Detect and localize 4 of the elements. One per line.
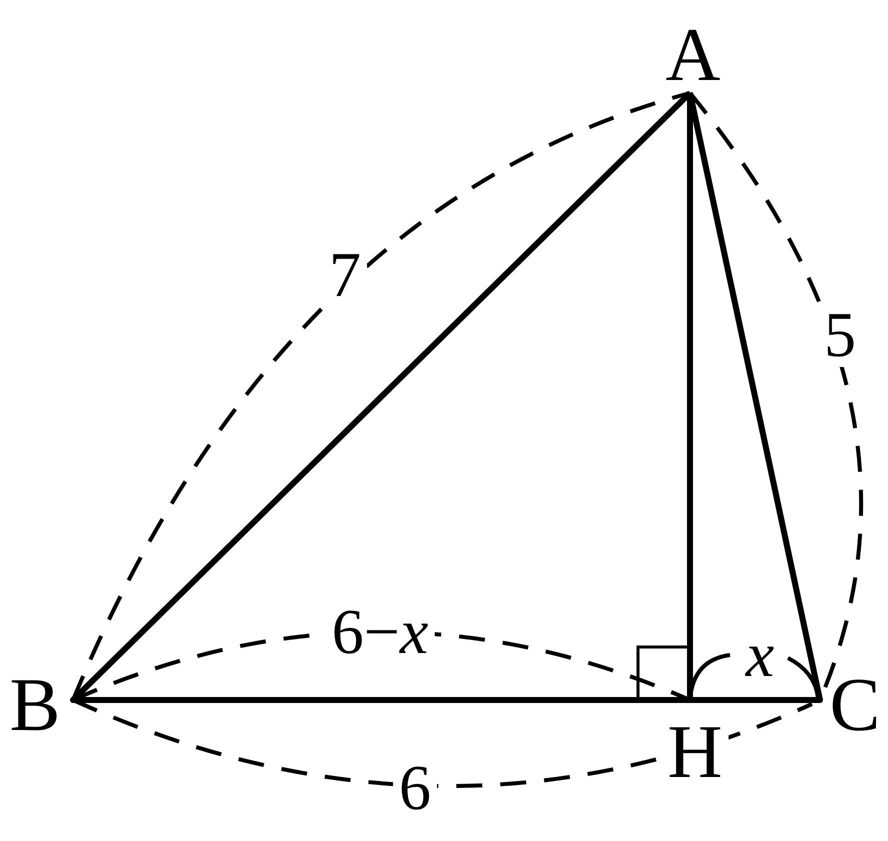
vertex-label: B	[10, 667, 60, 743]
vertex-label: A	[666, 17, 720, 93]
angle-label: x	[746, 623, 774, 687]
vertex-label: C	[830, 667, 880, 743]
